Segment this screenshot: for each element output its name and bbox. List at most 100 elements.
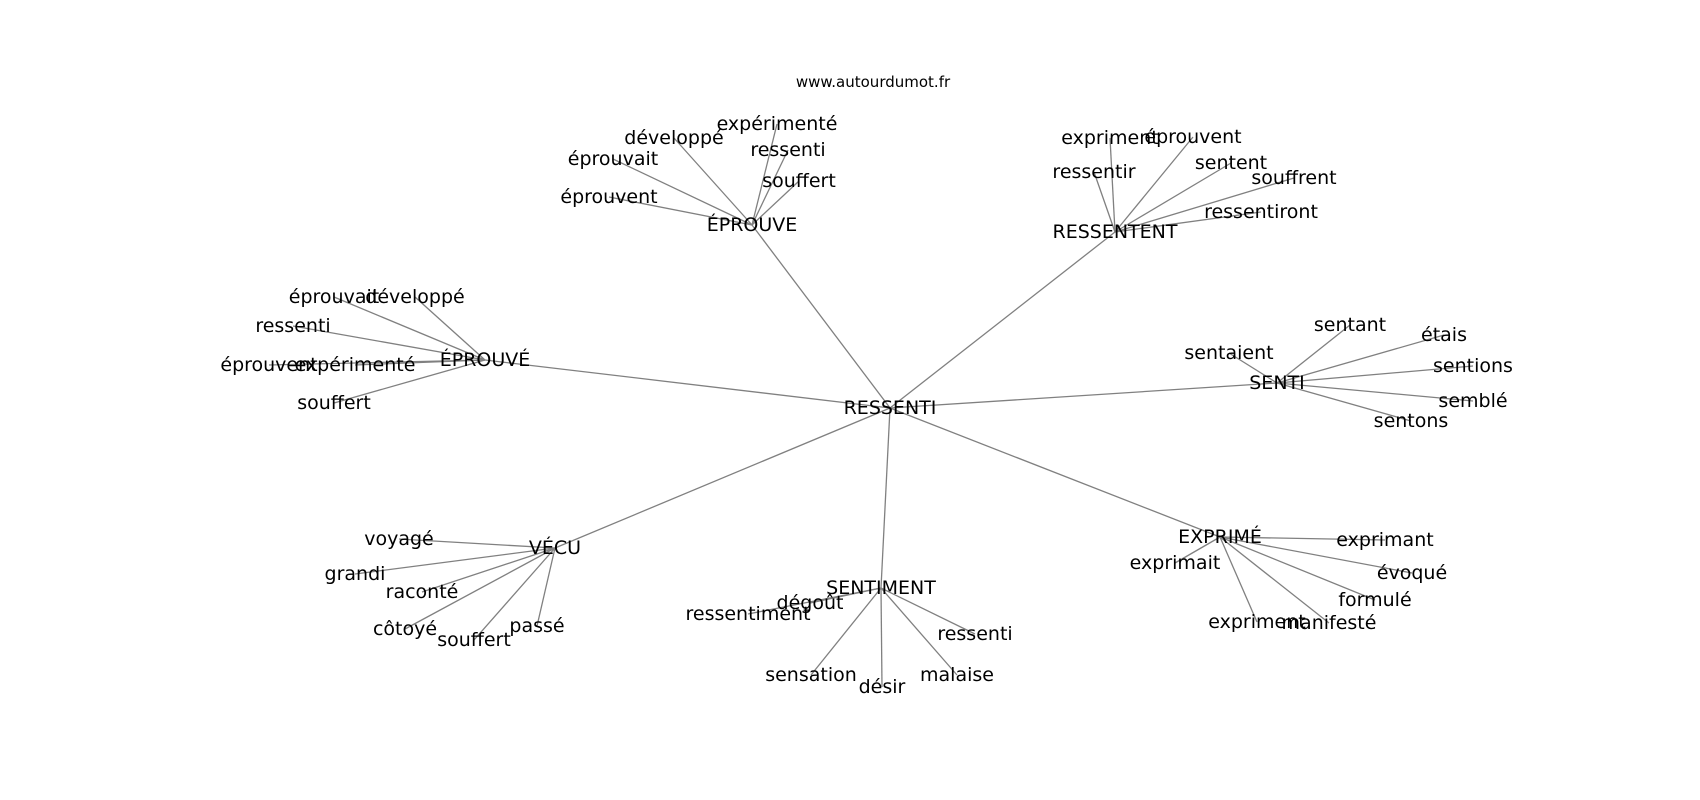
leaf-node-souffrent: souffrent: [1251, 167, 1336, 189]
hub-node-exprime: EXPRIMÉ: [1178, 525, 1262, 548]
edge-sentiment-to-ressenti: [880, 587, 976, 635]
edge-sentiment-to-desir: [880, 587, 883, 688]
leaf-node-voyage: voyagé: [364, 528, 434, 550]
edge-ressentent-to-ressentir: [1093, 171, 1116, 233]
edge-eprouve2-to-eprouvait: [333, 296, 486, 361]
leaf-node-malaise: malaise: [920, 664, 994, 686]
leaf-node-sentions: sentions: [1433, 355, 1513, 377]
leaf-node-experimente: expérimenté: [295, 354, 416, 376]
edge-exprime-to-exprimait: [1174, 536, 1221, 564]
leaf-node-sentent: sentent: [1195, 152, 1267, 174]
leaf-node-sentons: sentons: [1374, 410, 1449, 432]
leaf-node-ressentiront: ressentiront: [1204, 201, 1318, 223]
leaf-node-ressenti: ressenti: [255, 315, 330, 337]
edge-eprouve-to-ressenti: [751, 149, 789, 226]
edge-center-to-exprime: [889, 407, 1221, 538]
leaf-node-formule: formulé: [1338, 589, 1411, 611]
hub-node-vecu: VÉCU: [529, 536, 581, 559]
leaf-node-desir: désir: [859, 676, 906, 698]
edge-exprime-to-exprimant: [1219, 536, 1386, 541]
leaf-node-experimente: expérimenté: [717, 113, 838, 135]
edge-vecu-to-passe: [536, 547, 556, 627]
leaf-node-manifeste: manifesté: [1282, 612, 1377, 634]
leaf-node-exprimait: exprimait: [1130, 552, 1221, 574]
edge-exprime-to-expriment: [1219, 536, 1258, 623]
leaf-node-ressentir: ressentir: [1052, 161, 1135, 183]
edge-center-to-vecu: [554, 407, 891, 549]
edge-eprouve2-to-ressenti: [292, 325, 486, 361]
leaf-node-expriment: expriment: [1208, 611, 1305, 633]
leaf-node-souffert: souffert: [437, 629, 511, 651]
leaf-node-degout: dégoût: [777, 592, 844, 614]
edge-senti-to-sentant: [1276, 324, 1351, 384]
leaf-node-eprouvent: éprouvent: [220, 354, 317, 376]
leaf-node-expriment: expriment: [1061, 127, 1158, 149]
edge-center-to-eprouve: [751, 224, 891, 409]
leaf-node-passe: passé: [509, 615, 564, 637]
leaf-node-developpe: développé: [365, 286, 464, 308]
edge-eprouve-to-eprouvait: [612, 158, 753, 226]
edge-senti-to-sentions: [1276, 365, 1474, 384]
edge-vecu-to-raconte: [421, 547, 556, 593]
edge-ressentent-to-ressentiront: [1114, 211, 1262, 233]
graph-nodes: RESSENTI ÉPROUVE RESSENTENT ÉPROUVÉ SENTI VÉC…: [220, 113, 1513, 698]
edge-eprouve2-to-developpe: [414, 296, 486, 361]
hub-node-eprouve: ÉPROUVE: [707, 213, 798, 236]
center-node-label: RESSENTI: [844, 397, 937, 419]
edge-ressentent-to-expriment: [1109, 137, 1116, 233]
edge-center-to-senti: [889, 382, 1278, 409]
edge-center-to-ressentent: [889, 231, 1116, 409]
edge-eprouve-to-souffert: [751, 180, 800, 226]
leaf-node-eprouvait: éprouvait: [568, 148, 658, 170]
edge-center-to-sentiment: [880, 407, 891, 589]
edge-ressentent-to-sentent: [1114, 162, 1232, 233]
leaf-node-cotoye: côtoyé: [373, 618, 437, 640]
hub-node-eprouve2: ÉPROUVÉ: [440, 348, 531, 371]
leaf-node-eprouvent: éprouvent: [1144, 126, 1241, 148]
leaf-node-evoque: évoqué: [1377, 562, 1447, 584]
leaf-node-sentant: sentant: [1314, 314, 1386, 336]
edge-eprouve2-to-souffert: [333, 359, 486, 404]
edge-senti-to-etais: [1276, 334, 1445, 384]
leaf-node-ressenti: ressenti: [750, 139, 825, 161]
leaf-node-ressenti: ressenti: [937, 623, 1012, 645]
edge-eprouve-to-eprouvent: [608, 196, 753, 226]
leaf-node-souffert: souffert: [762, 170, 836, 192]
edge-ressentent-to-eprouvent: [1114, 136, 1194, 233]
edge-ressentent-to-souffrent: [1114, 177, 1295, 233]
leaf-node-raconte: raconté: [386, 581, 459, 603]
leaf-node-souffert: souffert: [297, 392, 371, 414]
edge-sentiment-to-ressentiment: [747, 587, 882, 615]
leaf-node-semble: semblé: [1438, 390, 1507, 412]
hub-node-senti: SENTI: [1249, 372, 1305, 394]
edge-eprouve-to-experimente: [751, 123, 778, 226]
leaf-node-eprouvent: éprouvent: [560, 186, 657, 208]
edge-senti-to-sentaient: [1228, 352, 1278, 384]
leaf-node-exprimant: exprimant: [1336, 529, 1433, 551]
edge-exprime-to-formule: [1219, 536, 1376, 601]
leaf-node-sentaient: sentaient: [1184, 342, 1273, 364]
edge-senti-to-sentons: [1276, 382, 1412, 422]
leaf-node-etais: étais: [1421, 324, 1467, 346]
hub-node-sentiment: SENTIMENT: [826, 577, 936, 599]
leaf-node-grandi: grandi: [325, 563, 386, 585]
edge-center-to-eprouve2: [484, 359, 891, 409]
leaf-node-ressentiment: ressentiment: [685, 603, 810, 625]
edge-sentiment-to-sensation: [810, 587, 882, 676]
edge-sentiment-to-malaise: [880, 587, 958, 676]
leaf-node-sensation: sensation: [765, 664, 857, 686]
edge-eprouve-to-developpe: [673, 137, 753, 226]
hub-node-ressentent: RESSENTENT: [1053, 221, 1178, 243]
watermark-text: www.autourdumot.fr: [796, 73, 951, 91]
graph-edges: [268, 123, 1474, 688]
edge-vecu-to-grandi: [354, 547, 556, 575]
edge-eprouve2-to-experimente: [354, 359, 486, 366]
edge-exprime-to-evoque: [1219, 536, 1413, 574]
edge-vecu-to-cotoye: [404, 547, 556, 630]
edge-vecu-to-souffert: [473, 547, 556, 641]
edge-exprime-to-manifeste: [1219, 536, 1330, 624]
edge-senti-to-semble: [1276, 382, 1474, 402]
leaf-node-eprouvait: éprouvait: [289, 286, 379, 308]
leaf-node-developpe: développé: [624, 127, 723, 149]
